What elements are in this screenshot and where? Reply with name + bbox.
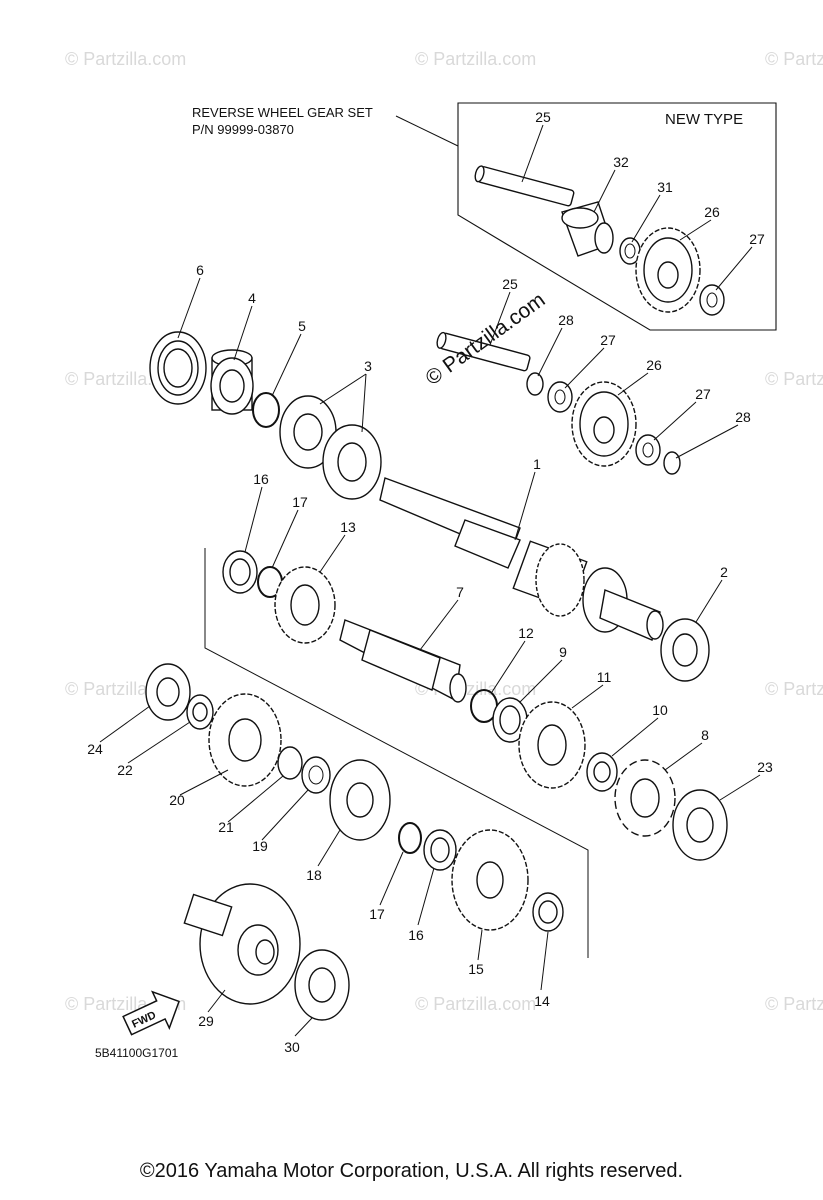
callout-4: 4 bbox=[248, 290, 256, 306]
gear-15 bbox=[451, 829, 529, 931]
washer-19 bbox=[301, 756, 331, 794]
callout-26a: 26 bbox=[704, 204, 720, 220]
leader-lines bbox=[99, 124, 761, 1037]
callout-28a: 28 bbox=[558, 312, 574, 328]
bearing-4 bbox=[210, 349, 254, 415]
callout-5: 5 bbox=[298, 318, 306, 334]
watermark: © Partzilla.com bbox=[765, 49, 823, 69]
callout-24: 24 bbox=[87, 741, 103, 757]
callout-26b: 26 bbox=[646, 357, 662, 373]
washer-27b bbox=[635, 434, 661, 466]
callout-13: 13 bbox=[340, 519, 356, 535]
callout-28b: 28 bbox=[735, 409, 751, 425]
callout-9: 9 bbox=[559, 644, 567, 660]
bearing-10 bbox=[586, 752, 618, 792]
callout-22: 22 bbox=[117, 762, 133, 778]
clip-28a bbox=[526, 372, 544, 396]
callout-30: 30 bbox=[284, 1039, 300, 1055]
callout-25a: 25 bbox=[535, 109, 551, 125]
callout-14: 14 bbox=[534, 993, 550, 1009]
gear-13 bbox=[274, 566, 336, 644]
set-part-number: P/N 99999-03870 bbox=[192, 122, 294, 137]
clutch-dog-8 bbox=[614, 759, 676, 837]
drive-axle-7 bbox=[339, 619, 467, 703]
copyright-notice: ©2016 Yamaha Motor Corporation, U.S.A. A… bbox=[139, 1160, 684, 1182]
washer-16b bbox=[423, 829, 457, 871]
set-title: REVERSE WHEEL GEAR SET bbox=[192, 105, 373, 120]
callout-11: 11 bbox=[597, 669, 612, 685]
callout-18: 18 bbox=[306, 867, 322, 883]
watermark: © Partzilla.com bbox=[415, 994, 536, 1014]
callout-15: 15 bbox=[468, 961, 484, 977]
watermark: © Partzilla.com bbox=[65, 49, 186, 69]
bearing-30 bbox=[294, 949, 350, 1021]
watermark: © Partzilla.com bbox=[765, 369, 823, 389]
circlip-17b bbox=[398, 822, 422, 854]
callout-32: 32 bbox=[613, 154, 629, 170]
callout-3: 3 bbox=[364, 358, 372, 374]
new-type-inset bbox=[457, 102, 777, 331]
callout-25b: 25 bbox=[502, 276, 518, 292]
watermark: © Partzilla.com bbox=[415, 49, 536, 69]
callout-17b: 17 bbox=[369, 906, 385, 922]
callout-1: 1 bbox=[533, 456, 541, 472]
washer-27a bbox=[547, 381, 573, 413]
inset-parts bbox=[474, 165, 725, 316]
callout-10: 10 bbox=[652, 702, 668, 718]
bearing-3b bbox=[322, 424, 382, 500]
washer-16a bbox=[222, 550, 258, 594]
callout-27a: 27 bbox=[749, 231, 765, 247]
callout-21: 21 bbox=[218, 819, 234, 835]
inset-label: NEW TYPE bbox=[665, 111, 743, 128]
callout-31: 31 bbox=[657, 179, 673, 195]
watermark: © Partzilla.com bbox=[765, 994, 823, 1014]
group-boundary bbox=[204, 548, 589, 958]
collar-32 bbox=[561, 201, 614, 257]
washer-22 bbox=[186, 694, 214, 730]
set-leader bbox=[395, 115, 459, 147]
fwd-arrow-icon: FWD bbox=[122, 990, 180, 1036]
callout-27c: 27 bbox=[695, 386, 711, 402]
bearing-23 bbox=[672, 789, 728, 861]
callout-6: 6 bbox=[196, 262, 204, 278]
callout-7: 7 bbox=[456, 584, 464, 600]
diagram-code: 5B41100G1701 bbox=[95, 1046, 179, 1060]
washer-27-new bbox=[699, 284, 725, 316]
gear-11 bbox=[518, 701, 586, 789]
callout-2: 2 bbox=[720, 564, 728, 580]
callout-19: 19 bbox=[252, 838, 268, 854]
main-axle-1 bbox=[379, 477, 664, 641]
callout-20: 20 bbox=[169, 792, 185, 808]
callout-16a: 16 bbox=[253, 471, 269, 487]
watermark: © Partzilla.com bbox=[765, 679, 823, 699]
callout-8: 8 bbox=[701, 727, 709, 743]
callout-27b: 27 bbox=[600, 332, 616, 348]
bushing-14 bbox=[532, 892, 564, 932]
callout-12: 12 bbox=[518, 625, 534, 641]
callout-29: 29 bbox=[198, 1013, 214, 1029]
gear-20 bbox=[208, 693, 282, 787]
gear-29 bbox=[183, 883, 301, 1005]
gear-26 bbox=[571, 381, 637, 467]
callout-16b: 16 bbox=[408, 927, 424, 943]
clutch-18 bbox=[329, 759, 391, 841]
washer-9 bbox=[492, 697, 528, 743]
gear-26-new bbox=[635, 227, 701, 313]
pin-25 bbox=[436, 331, 531, 372]
bushing-21 bbox=[277, 746, 303, 780]
pin-25-new bbox=[474, 165, 575, 207]
clip-28b bbox=[663, 451, 681, 475]
bearing-24 bbox=[145, 663, 191, 721]
callout-numbers: 25 32 31 26 27 6 4 5 3 25 28 27 26 27 28… bbox=[87, 109, 773, 1055]
callout-17a: 17 bbox=[292, 494, 308, 510]
callout-23: 23 bbox=[757, 759, 773, 775]
o-ring-5 bbox=[252, 392, 280, 428]
bearing-2 bbox=[660, 618, 710, 682]
seal-6 bbox=[149, 331, 207, 405]
